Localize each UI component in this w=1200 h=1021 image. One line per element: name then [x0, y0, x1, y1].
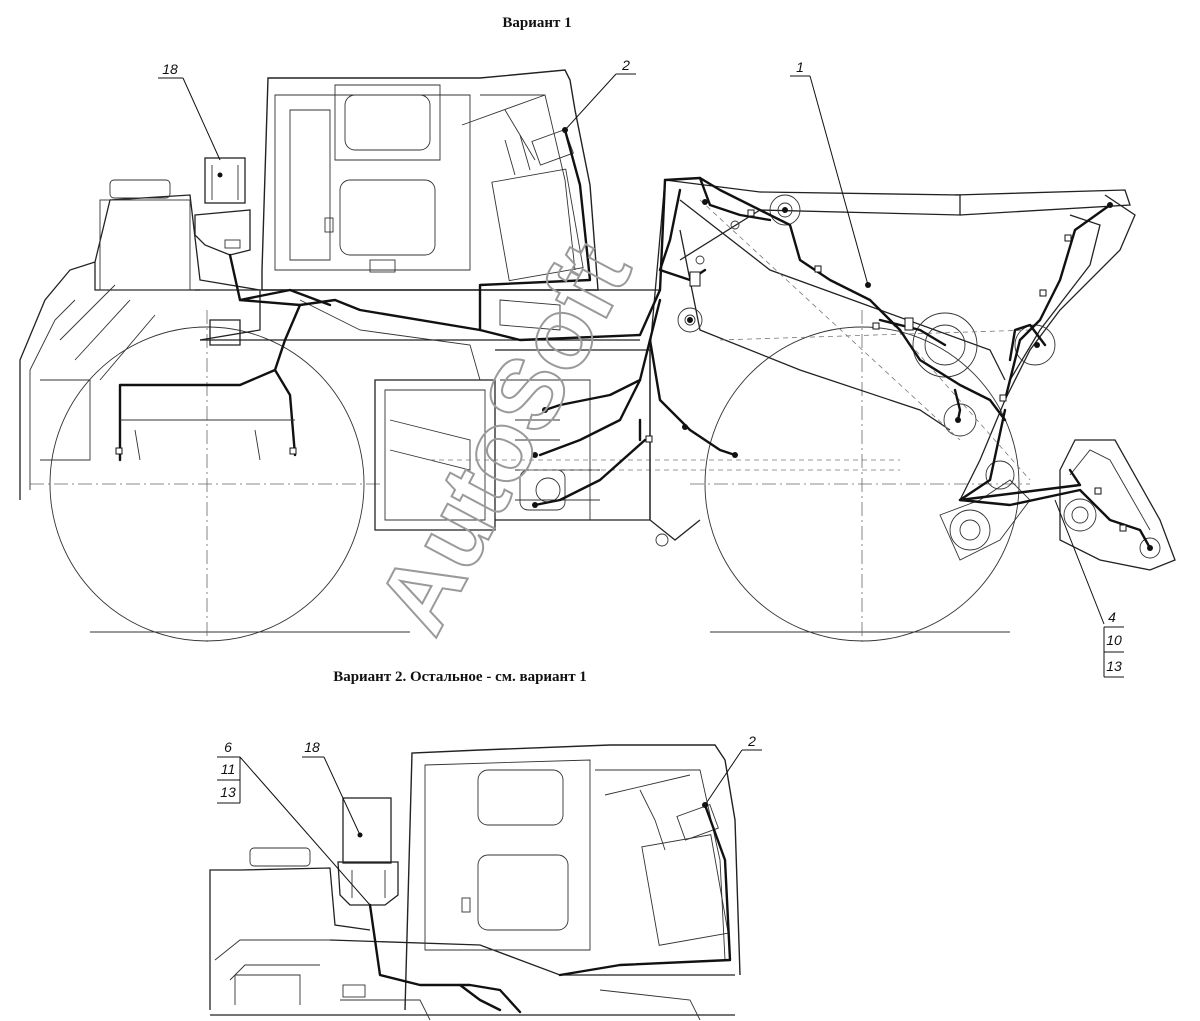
lamp-unit-18-v2 [342, 797, 392, 864]
variant-1-wiring [115, 127, 1153, 551]
variant-1-machine [19, 69, 1176, 645]
callout-2-v2: 2 [747, 733, 756, 749]
callout-6: 6 [224, 739, 232, 755]
callout-4: 4 [1108, 609, 1116, 625]
variant-2-wiring [337, 797, 732, 1014]
cab-body-v2 [404, 744, 741, 1011]
callout-1: 1 [796, 59, 804, 75]
variant-2-machine [209, 744, 741, 1021]
variant-1-title: Вариант 1 [502, 15, 571, 31]
callout-13-v2: 13 [220, 784, 236, 800]
callout-18-v2: 18 [304, 739, 320, 755]
callout-13: 13 [1106, 658, 1122, 674]
variant-2-title: Вариант 2. Остальное - см. вариант 1 [333, 669, 587, 685]
callout-18: 18 [162, 61, 178, 77]
variant-2-callouts: 6 11 13 18 2 [217, 733, 762, 906]
callout-11: 11 [221, 761, 236, 777]
variant-1-callouts: 18 2 1 4 10 13 [158, 57, 1124, 678]
callout-10: 10 [1106, 632, 1122, 648]
lamp-unit-18 [204, 157, 246, 204]
watermark: AutoSoft [356, 225, 653, 650]
cab-body-v1 [261, 69, 599, 291]
callout-2: 2 [621, 57, 630, 73]
